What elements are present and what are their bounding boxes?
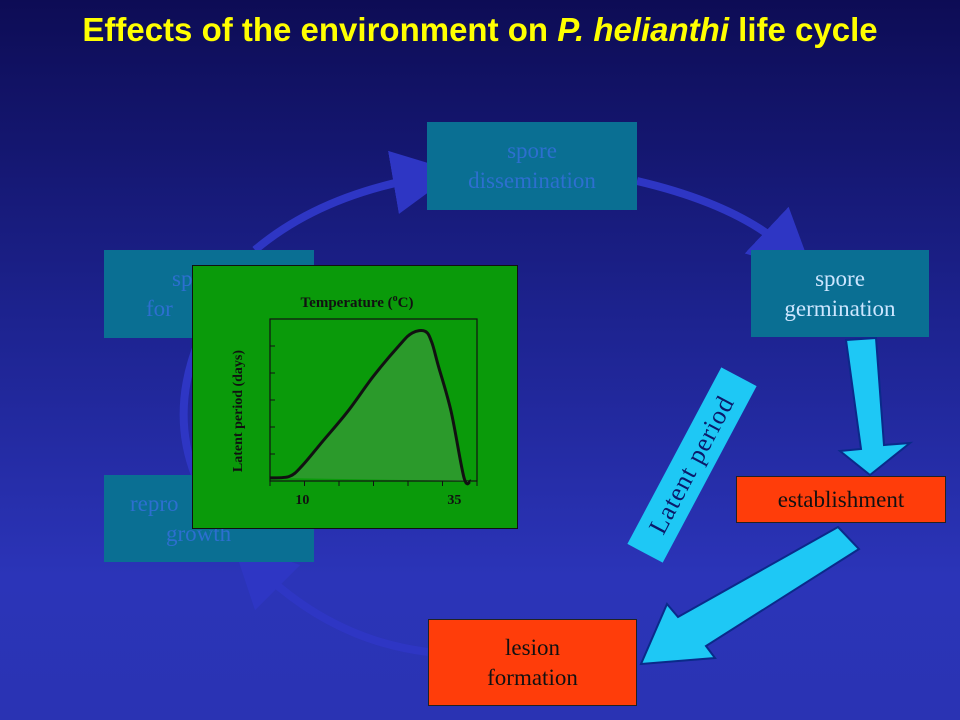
cycle-arrow-top-right xyxy=(636,177,814,274)
x-tick-label: 35 xyxy=(447,493,461,508)
title-text-end: life cycle xyxy=(729,11,878,48)
chart-title: Temperature (oC) xyxy=(301,293,414,311)
page-title: Effects of the environment on P. heliant… xyxy=(0,8,960,52)
stage-label: for xyxy=(146,296,173,321)
stage-spore-germination: spore germination xyxy=(751,250,929,337)
stage-label: spore xyxy=(815,265,865,291)
title-italic-species: P. helianthi xyxy=(557,11,730,48)
cyan-arrow-establishment-to-lesion xyxy=(639,525,861,666)
cycle-arrow-top-left xyxy=(252,150,457,254)
series-area xyxy=(270,330,471,484)
plot-area: 10 35 xyxy=(269,318,478,508)
cycle-arrow-bottom-left xyxy=(232,542,429,656)
title-text: Effects of the environment on xyxy=(82,11,558,48)
latent-period-chart: Temperature (oC) Latent period (days) 10… xyxy=(192,265,518,529)
stage-label: repro xyxy=(130,490,179,516)
chart-svg: Temperature (oC) Latent period (days) 10… xyxy=(231,293,478,508)
stage-label: spore xyxy=(507,138,557,163)
stage-label: lesion xyxy=(505,634,560,660)
stage-label: dissemination xyxy=(468,168,596,193)
cyan-arrow-germination-to-establishment xyxy=(837,336,914,477)
stage-label: germination xyxy=(784,295,896,321)
chart-y-label: Latent period (days) xyxy=(231,350,246,472)
stage-label: establishment xyxy=(777,486,905,512)
series-line-latent-period xyxy=(269,329,473,486)
stage-label: sp xyxy=(172,266,193,291)
x-tick-label: 10 xyxy=(295,493,309,508)
stage-establishment: establishment xyxy=(736,476,946,523)
stage-label: formation xyxy=(487,664,578,690)
stage-spore-dissemination: spore dissemination xyxy=(427,122,637,210)
stage-lesion-formation: lesion formation xyxy=(428,619,637,706)
